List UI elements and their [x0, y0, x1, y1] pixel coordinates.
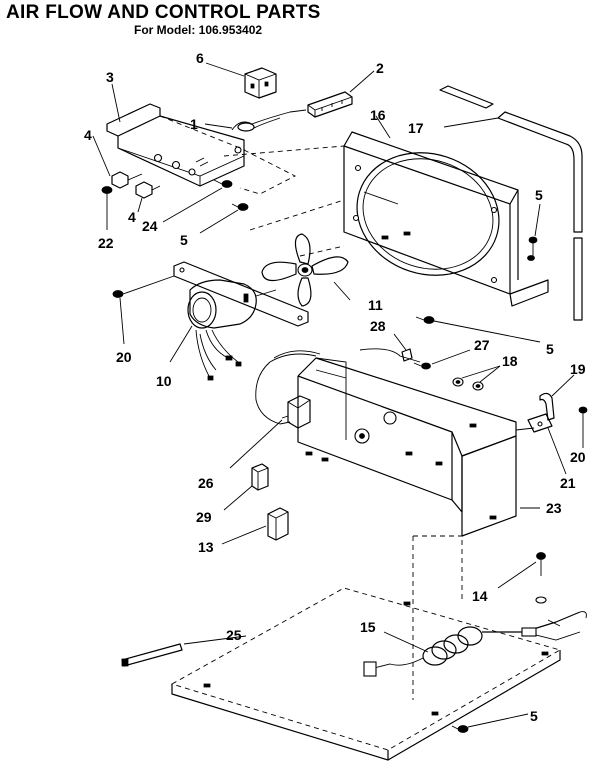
- part-3-control-bracket[interactable]: [106, 103, 245, 187]
- callout-26: 26: [198, 475, 214, 491]
- part-18-grommet-b[interactable]: [472, 381, 484, 391]
- part-5-screw-shroud-lower[interactable]: [415, 316, 435, 324]
- part-17-seal-vertical[interactable]: [573, 237, 583, 321]
- callout-5-lower: 5: [546, 341, 554, 357]
- callout-leaders: [92, 62, 584, 728]
- callout-4-lower: 4: [128, 209, 136, 225]
- callout-5-bracket: 5: [180, 232, 188, 248]
- callout-3: 3: [106, 69, 114, 85]
- part-29-capacitor[interactable]: [251, 463, 269, 491]
- part-26-switch[interactable]: [281, 395, 311, 429]
- part-28-clip[interactable]: [401, 348, 413, 362]
- part-22-screw[interactable]: [101, 186, 113, 201]
- part-5-screw-shroud[interactable]: [527, 236, 538, 261]
- callout-27: 27: [474, 337, 490, 353]
- part-13-capacitor[interactable]: [267, 507, 289, 541]
- part-24-screw[interactable]: [213, 179, 233, 188]
- callout-5-base: 5: [530, 708, 538, 724]
- callout-25: 25: [226, 627, 242, 643]
- callout-23: 23: [546, 500, 562, 516]
- callout-24: 24: [142, 218, 158, 234]
- part-4-knob-lower[interactable]: [135, 181, 161, 199]
- callout-16: 16: [370, 107, 386, 123]
- part-20-screw-right[interactable]: [578, 406, 588, 426]
- callout-29: 29: [196, 509, 212, 525]
- part-15-power-cord[interactable]: [363, 611, 587, 677]
- part-10-fan-motor[interactable]: [187, 279, 277, 381]
- wire-harness: [255, 353, 317, 425]
- part-17-seal-top[interactable]: [439, 85, 494, 109]
- callout-4-upper: 4: [84, 127, 92, 143]
- callout-28: 28: [370, 318, 386, 334]
- part-5-screw-bracket[interactable]: [231, 203, 249, 211]
- callout-1: 1: [190, 116, 198, 132]
- callout-labels: 6 2 3 1 16 17 4 4 24 22 5 5 11 28 5 20 1…: [84, 50, 586, 724]
- callout-10: 10: [156, 373, 172, 389]
- callout-22: 22: [98, 235, 114, 251]
- callout-6: 6: [196, 50, 204, 66]
- callout-20-right: 20: [570, 449, 586, 465]
- callout-13: 13: [198, 539, 214, 555]
- base-pan[interactable]: [170, 587, 562, 761]
- callout-14: 14: [472, 588, 488, 604]
- part-4-knob-upper[interactable]: [111, 171, 143, 189]
- callout-2: 2: [376, 60, 384, 76]
- part-18-grommet-a[interactable]: [452, 377, 464, 387]
- callout-11: 11: [368, 297, 383, 313]
- part-19-wire-clip[interactable]: [539, 392, 555, 421]
- part-5-screw-base[interactable]: [451, 725, 469, 733]
- part-2-terminal-block[interactable]: [307, 91, 353, 118]
- part-27-screw[interactable]: [413, 362, 431, 370]
- part-1-thermostat-clip[interactable]: [231, 109, 307, 132]
- callout-21: 21: [560, 475, 576, 491]
- page-title: AIR FLOW AND CONTROL PARTS: [6, 2, 321, 23]
- part-17-seal-long[interactable]: [497, 111, 583, 233]
- part-16-shroud-panel[interactable]: [341, 131, 549, 307]
- part-14-ground-screw[interactable]: [535, 552, 547, 604]
- part-11-fan-blade[interactable]: [261, 233, 349, 307]
- callout-18: 18: [502, 353, 518, 369]
- part-20-screw-left[interactable]: [112, 275, 175, 298]
- callout-20-left: 20: [116, 349, 132, 365]
- callout-17: 17: [408, 120, 424, 136]
- callout-15: 15: [360, 619, 376, 635]
- callout-19: 19: [570, 361, 586, 377]
- callout-5-shroud: 5: [535, 187, 543, 203]
- model-subtitle: For Model: 106.953402: [134, 23, 263, 37]
- part-25-strip[interactable]: [121, 643, 183, 667]
- part-6-relay[interactable]: [244, 67, 277, 99]
